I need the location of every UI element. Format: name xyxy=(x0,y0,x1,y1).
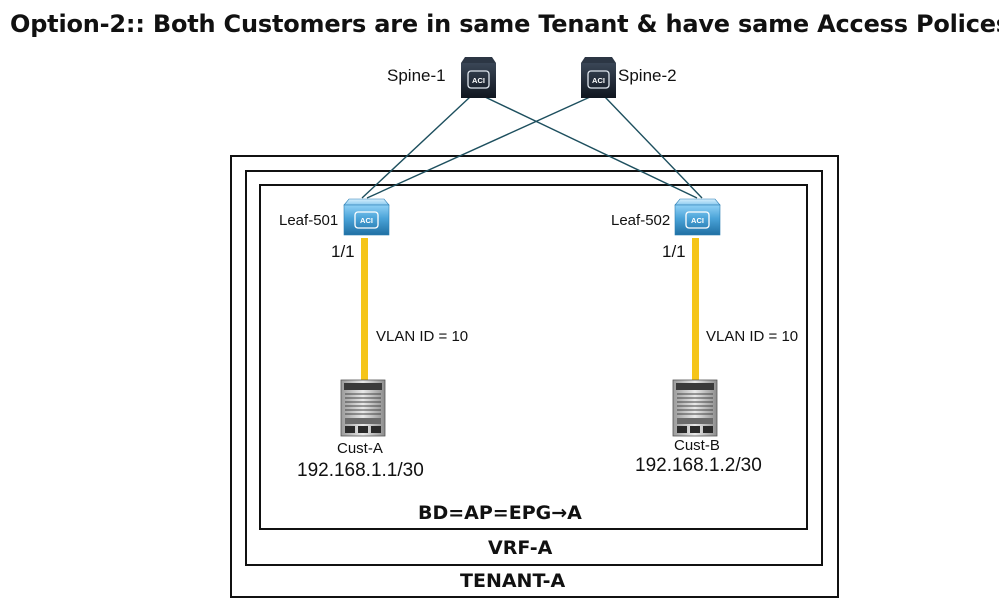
leaf-501-icon: ACI xyxy=(343,198,390,236)
bd-label: BD=AP=EPG→A xyxy=(418,502,582,524)
svg-text:ACI: ACI xyxy=(472,76,485,85)
cust-a-chassis-icon xyxy=(340,379,386,437)
link-spine2-leaf502 xyxy=(604,96,703,199)
leaf-502-icon: ACI xyxy=(674,198,721,236)
leaf-502-label: Leaf-502 xyxy=(611,212,671,229)
vlan-label-cust-b: VLAN ID = 10 xyxy=(706,328,799,345)
tenant-container xyxy=(230,155,839,598)
cust-b-chassis-icon xyxy=(672,379,718,437)
link-spine1-leaf501 xyxy=(361,96,471,199)
bd-container xyxy=(259,184,808,530)
link-spine1-leaf502 xyxy=(484,96,698,199)
svg-text:ACI: ACI xyxy=(691,216,704,225)
vrf-label: VRF-A xyxy=(488,537,553,559)
spine-2-icon: ACI xyxy=(581,57,616,98)
vrf-container xyxy=(245,170,823,566)
leaf-502-port-label: 1/1 xyxy=(662,242,686,261)
leaf-501-label: Leaf-501 xyxy=(279,212,339,229)
spine-1-icon: ACI xyxy=(461,57,496,98)
access-link-cust-b xyxy=(692,238,699,382)
leaf-501-port-label: 1/1 xyxy=(331,242,355,261)
spine-1-label: Spine-1 xyxy=(387,66,446,85)
cust-b-label: Cust-B xyxy=(674,437,720,454)
cust-b-ip: 192.168.1.2/30 xyxy=(635,455,762,476)
link-spine2-leaf501 xyxy=(366,96,591,199)
svg-text:ACI: ACI xyxy=(360,216,373,225)
cust-a-ip: 192.168.1.1/30 xyxy=(297,460,424,481)
tenant-label: TENANT-A xyxy=(460,570,566,592)
fabric-links xyxy=(361,96,703,199)
spine-2-label: Spine-2 xyxy=(618,66,677,85)
access-link-cust-a xyxy=(361,238,368,382)
page-title: Option-2:: Both Customers are in same Te… xyxy=(10,10,999,38)
svg-text:ACI: ACI xyxy=(592,76,605,85)
cust-a-label: Cust-A xyxy=(337,440,383,457)
vlan-label-cust-a: VLAN ID = 10 xyxy=(376,328,469,345)
